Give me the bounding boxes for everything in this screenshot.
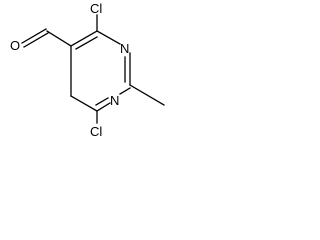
ring-bond-c6-n1	[96, 30, 121, 45]
chemical-structure: O Cl Cl N N	[10, 1, 165, 138]
aldehyde-double-bond-a	[21, 28, 47, 44]
chlorine-bottom-label: Cl	[90, 124, 102, 138]
ring-bond-c5-c6-inner	[75, 36, 98, 50]
ring-bond-c4-c5	[70, 95, 98, 112]
aldehyde-oxygen-label: O	[10, 38, 20, 53]
ring-bond-n3-c4	[96, 102, 111, 112]
chlorine-top-label: Cl	[90, 1, 102, 16]
ring-nitrogen-lower-label: N	[110, 93, 119, 108]
ring-bond-n3-c4-inner	[95, 97, 109, 106]
bond-c2-methyl	[129, 84, 165, 106]
ring-bond-c2-n3	[119, 87, 131, 95]
ring-nitrogen-upper-label: N	[120, 41, 129, 56]
ring-bond-c5-c6	[70, 30, 98, 47]
aldehyde-double-bond-b	[23, 32, 49, 48]
aldehyde-single-bond	[46, 30, 72, 47]
